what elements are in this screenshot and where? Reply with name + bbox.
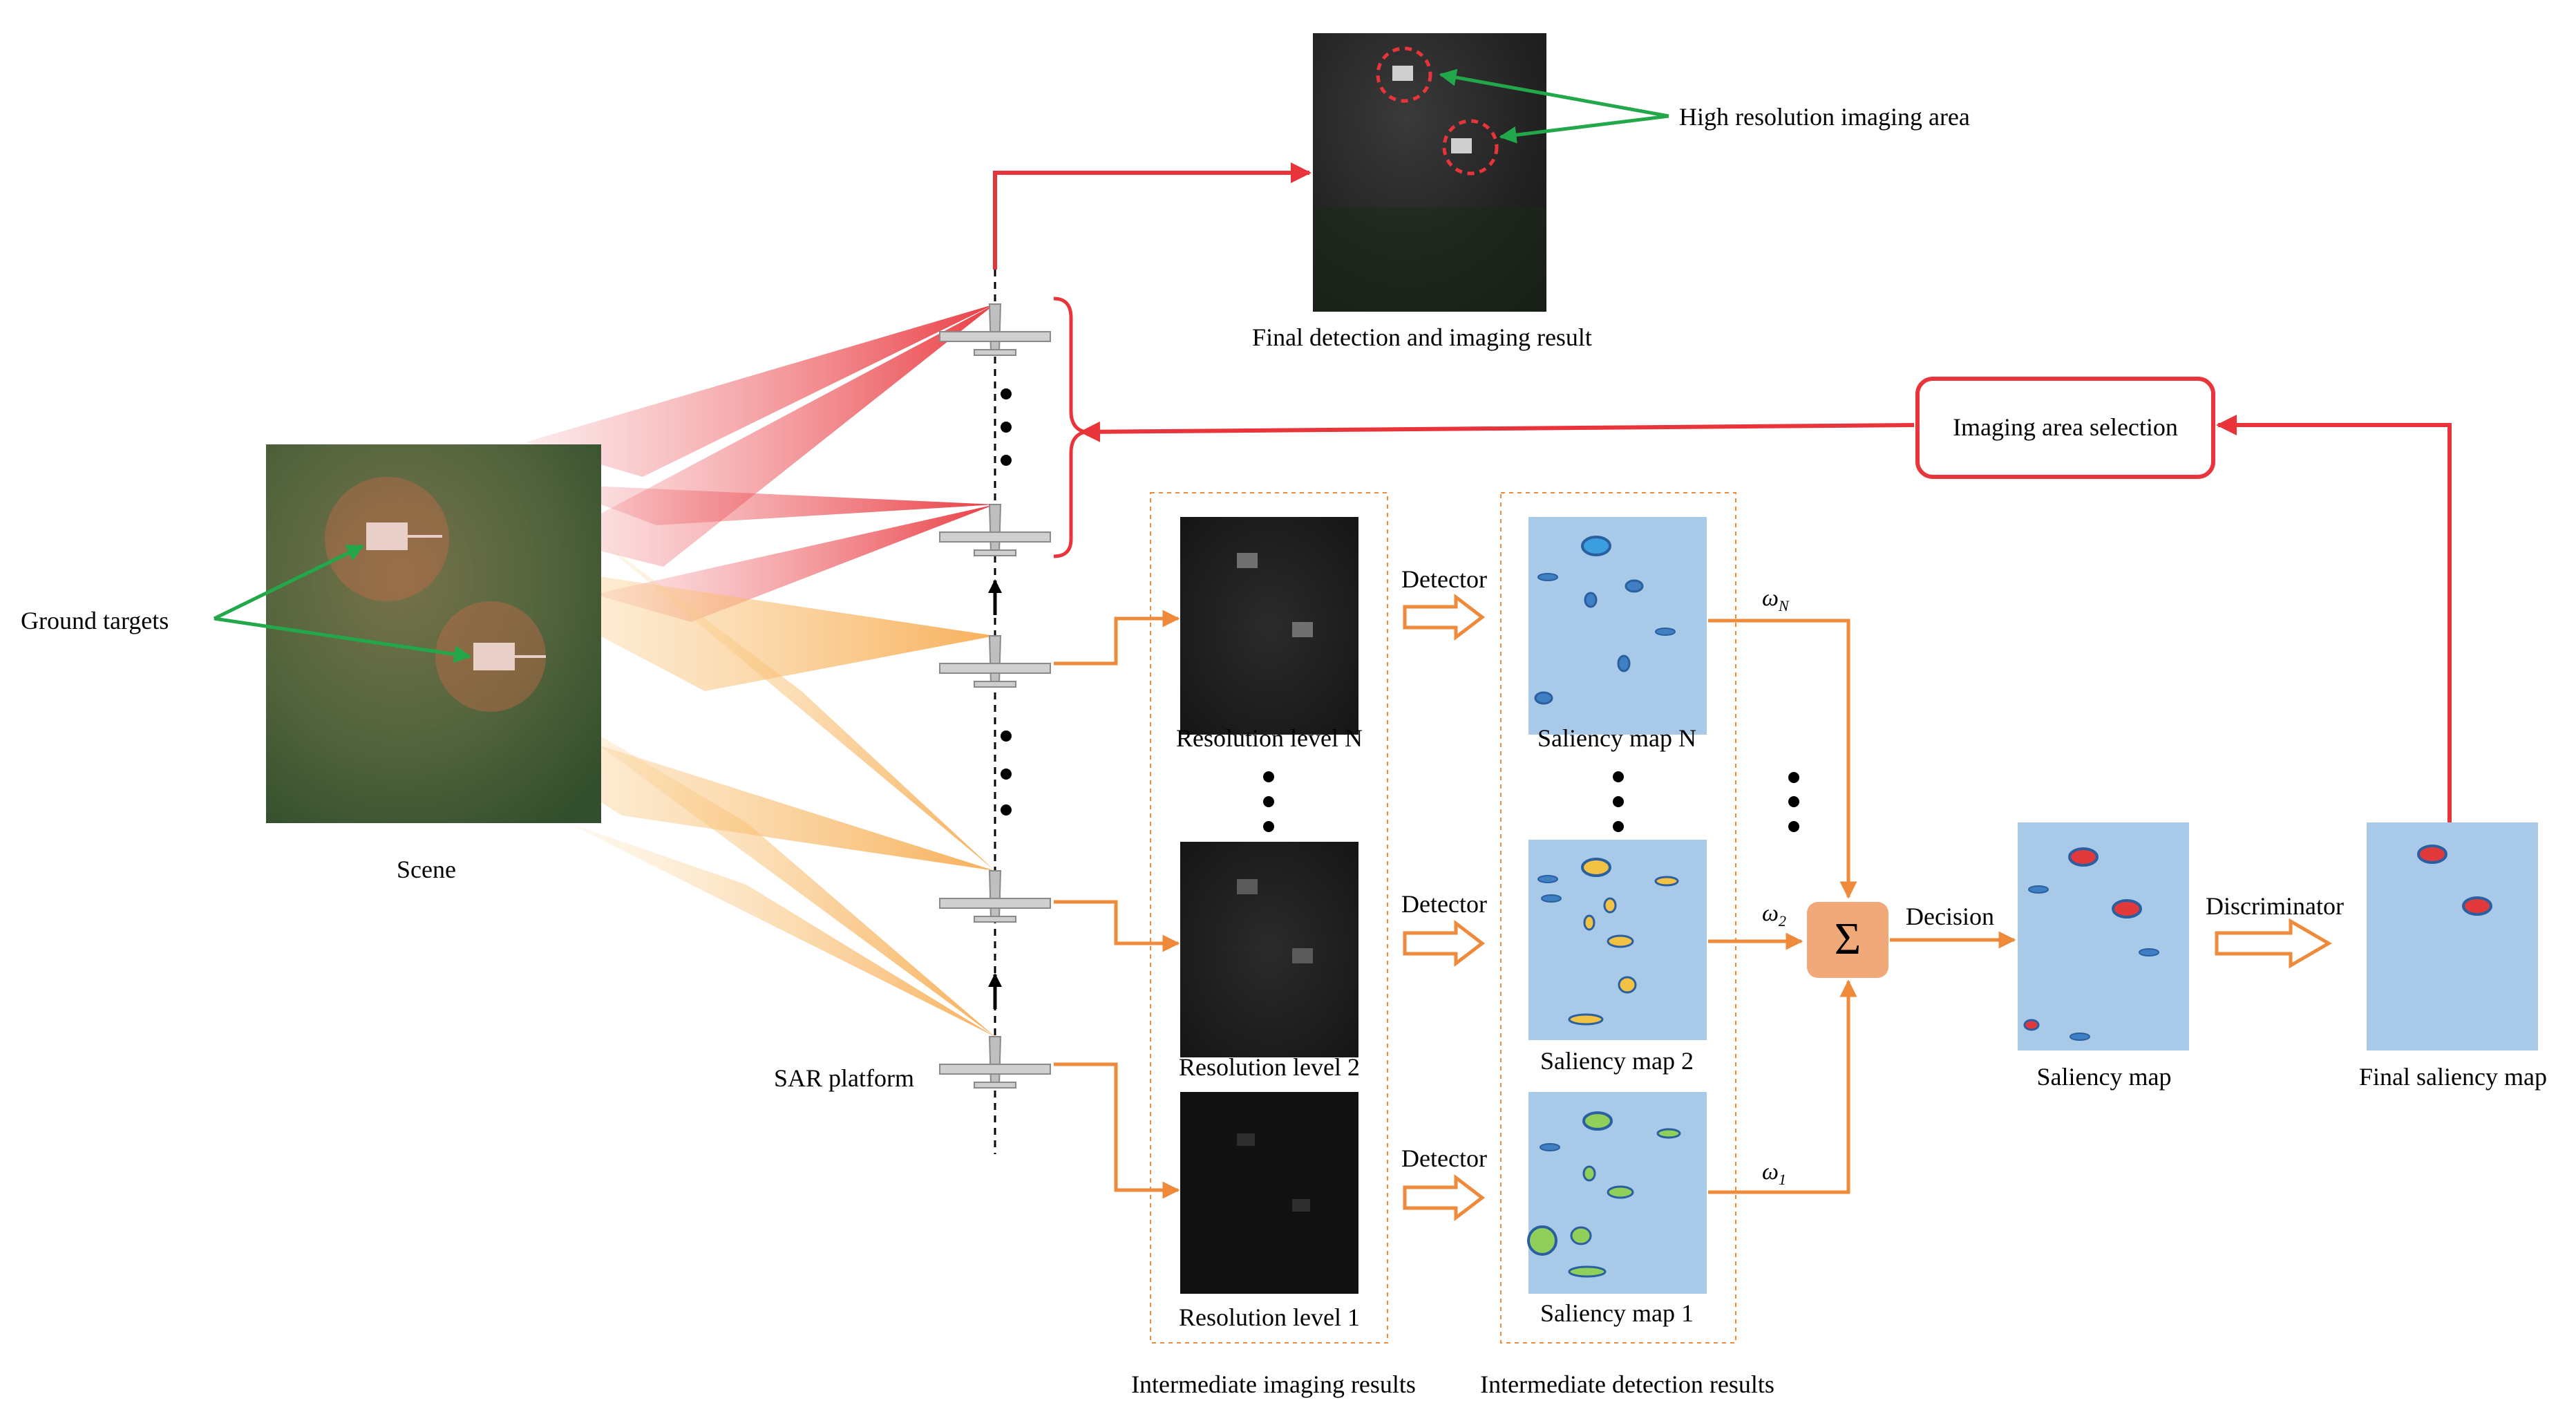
high-res-area-circle-2	[1442, 119, 1499, 176]
resolution-level-2-label: Resolution level 2	[1179, 1053, 1360, 1081]
resolution-image-1	[1180, 1092, 1358, 1294]
vertical-dots-resolution	[1263, 771, 1274, 832]
resolution-image-2	[1180, 842, 1358, 1057]
fused-saliency-map	[2018, 822, 2189, 1050]
sum-box	[1807, 902, 1888, 978]
weight-1: ω1	[1762, 1159, 1786, 1188]
imaging-area-selection-label: Imaging area selection	[1953, 413, 2178, 441]
high-res-area-label: High resolution imaging area	[1679, 103, 1970, 131]
arrow-to-final-result	[993, 162, 1311, 270]
imaging-area-selection-box	[1915, 377, 2215, 479]
weight-n: ωN	[1762, 585, 1790, 614]
ground-targets-label: Ground targets	[21, 607, 169, 634]
saliency-map-2	[1528, 840, 1707, 1040]
final-saliency-map-label: Final saliency map	[2359, 1063, 2547, 1091]
intermediate-imaging-label: Intermediate imaging results	[1131, 1370, 1416, 1398]
bracket	[1053, 296, 1086, 558]
detector-n-label: Detector	[1401, 565, 1487, 593]
weighted-fusion-arrows	[1708, 619, 1857, 1194]
detector-1-label: Detector	[1401, 1144, 1487, 1172]
saliency-map-2-label: Saliency map 2	[1540, 1047, 1694, 1075]
resolution-image-n	[1180, 517, 1358, 735]
scene-label: Scene	[397, 856, 456, 883]
ground-target-2	[473, 643, 515, 670]
vertical-dots-saliency	[1613, 771, 1624, 832]
platform-to-image-arrows	[1054, 610, 1180, 1199]
weight-2: ω2	[1762, 901, 1786, 930]
saliency-map-n	[1528, 517, 1707, 735]
ground-target-arrows	[213, 544, 472, 663]
final-result-label: Final detection and imaging result	[1252, 323, 1592, 351]
arrow-to-area-selection	[2216, 415, 2452, 822]
saliency-map-1-label: Saliency map 1	[1540, 1299, 1694, 1327]
discriminator-label: Discriminator	[2206, 892, 2344, 920]
saliency-map-label: Saliency map	[2037, 1063, 2172, 1091]
flight-path	[988, 270, 1012, 1154]
ground-target-1	[366, 522, 408, 550]
intermediate-detection-label: Intermediate detection results	[1480, 1370, 1774, 1398]
resolution-level-n-label: Resolution level N	[1176, 724, 1363, 752]
vertical-dots-weights	[1788, 772, 1799, 832]
decision-label: Decision	[1906, 903, 1994, 930]
detector-2-label: Detector	[1401, 890, 1487, 918]
arrow-to-bracket	[1079, 421, 1915, 442]
resolution-level-1-label: Resolution level 1	[1179, 1303, 1360, 1331]
detector-arrows	[1403, 593, 1486, 1222]
saliency-map-n-label: Saliency map N	[1537, 724, 1696, 752]
intermediate-imaging-group	[1150, 492, 1388, 1344]
sum-symbol: Σ	[1835, 914, 1861, 964]
saliency-map-1	[1527, 1092, 1707, 1294]
sar-platform-label: SAR platform	[774, 1064, 914, 1092]
final-result-image	[1313, 33, 1546, 312]
final-saliency-map	[2367, 822, 2538, 1050]
high-res-arrows	[1439, 68, 1669, 144]
discriminator-arrow	[2215, 918, 2332, 969]
high-res-area-circle-1	[1376, 46, 1432, 103]
intermediate-detection-group	[1500, 492, 1736, 1344]
